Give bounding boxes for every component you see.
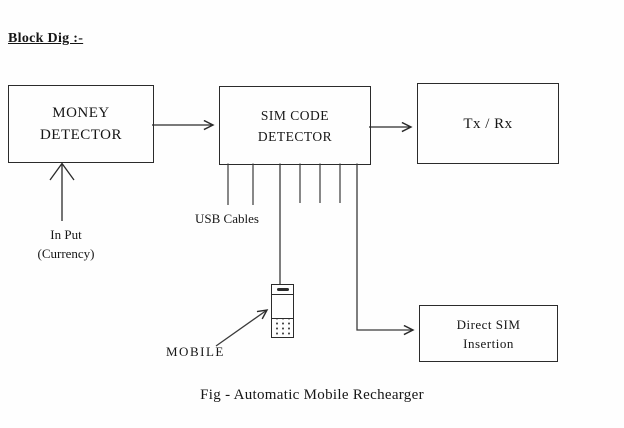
direct-sim-label-line1: Direct SIM bbox=[456, 316, 521, 332]
figure-caption: Fig - Automatic Mobile Rechearger bbox=[200, 387, 424, 403]
money-detector-label-line1: MONEY bbox=[52, 105, 110, 121]
input-arrow bbox=[49, 162, 75, 221]
cable-to-direct-sim bbox=[356, 163, 415, 336]
input-currency-label: In Put (Currency) bbox=[26, 225, 106, 263]
phone-speaker-slot bbox=[276, 288, 289, 291]
usb-cable-lines bbox=[227, 163, 341, 205]
sim-code-detector-label-line1: SIM CODE bbox=[260, 107, 330, 123]
direct-sim-label-line2: Insertion bbox=[463, 335, 514, 351]
money-detector-box: MONEY DETECTOR bbox=[8, 85, 154, 163]
input-label-line2: (Currency) bbox=[37, 246, 95, 261]
tx-rx-label: Tx / Rx bbox=[463, 115, 513, 132]
diagram-heading: Block Dig :- bbox=[8, 31, 84, 46]
phone-earpiece-section bbox=[272, 285, 293, 295]
direct-sim-insertion-box: Direct SIM Insertion bbox=[419, 305, 558, 362]
mobile-label: MOBILE bbox=[166, 344, 225, 359]
sim-code-detector-box: SIM CODE DETECTOR bbox=[219, 86, 371, 165]
input-label-line1: In Put bbox=[50, 227, 82, 242]
tx-rx-box: Tx / Rx bbox=[417, 83, 559, 164]
money-detector-label-line2: DETECTOR bbox=[39, 127, 123, 143]
sim-code-detector-label-line2: DETECTOR bbox=[257, 128, 333, 144]
phone-screen bbox=[272, 295, 293, 319]
phone-keypad bbox=[272, 319, 293, 337]
mobile-phone-icon bbox=[271, 284, 294, 338]
usb-cables-label: USB Cables bbox=[195, 211, 259, 226]
mobile-pointer-arrow bbox=[215, 309, 269, 347]
